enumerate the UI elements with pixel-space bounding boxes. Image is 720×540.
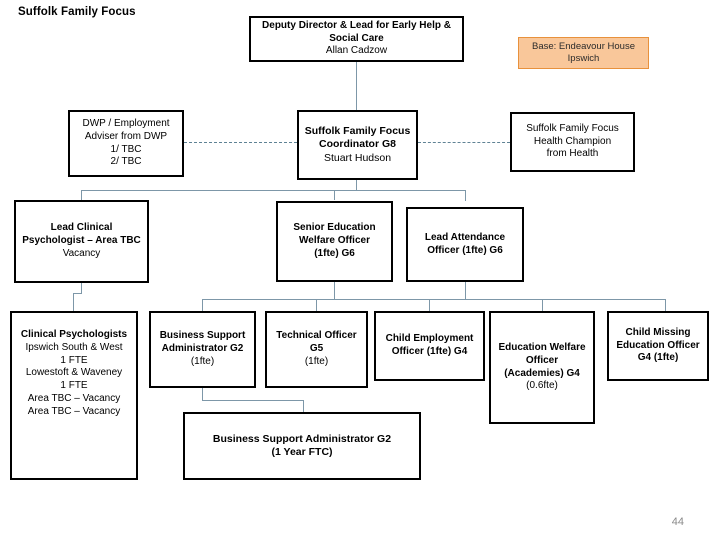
node-line: (1fte) bbox=[304, 355, 329, 367]
node-line: Health Champion bbox=[533, 135, 612, 147]
node-line: Officer bbox=[525, 354, 559, 366]
connector-lead-clinical-drop-a bbox=[81, 283, 82, 293]
node-line: (Academies) G4 bbox=[504, 367, 580, 379]
node-line: Child Missing bbox=[625, 326, 691, 338]
node-line: Lowestoft & Waveney bbox=[25, 367, 123, 379]
node-line: Officer (1fte) G4 bbox=[391, 346, 468, 357]
node-line: Coordinator G8 bbox=[318, 138, 396, 151]
node-line: Suffolk Family Focus bbox=[304, 124, 411, 137]
node-line: Senior Education bbox=[293, 222, 376, 234]
node-line: Social Care bbox=[329, 32, 384, 44]
node-line: Ipswich South & West bbox=[25, 341, 123, 353]
connector-row4-drop-business-support bbox=[202, 299, 203, 311]
node-base-endeavour-house[interactable]: Base: Endeavour House Ipswich bbox=[518, 37, 649, 69]
node-senior-education-welfare-officer[interactable]: Senior Education Welfare Officer (1fte) … bbox=[276, 201, 393, 282]
node-business-support-administrator-ftc[interactable]: Business Support Administrator G2 (1 Yea… bbox=[183, 412, 421, 480]
node-line: Officer (1fte) G6 bbox=[427, 244, 503, 256]
node-lead-attendance-officer[interactable]: Lead Attendance Officer (1fte) G6 bbox=[406, 207, 524, 282]
dashed-connector-dwp-to-coordinator bbox=[184, 142, 297, 143]
connector-business-support-drop-a bbox=[202, 388, 203, 400]
connector-row4-drop-education-welfare bbox=[542, 299, 543, 311]
node-line: Administrator G2 bbox=[161, 343, 244, 355]
node-line: Area TBC – Vacancy bbox=[27, 392, 121, 404]
node-line: Education Welfare bbox=[498, 341, 586, 353]
node-line: Clinical Psychologists bbox=[20, 329, 128, 340]
node-line: Allan Cadzow bbox=[325, 45, 388, 57]
connector-row3-drop-lead-attendance bbox=[465, 190, 466, 201]
connector-lead-attendance-drop bbox=[465, 282, 466, 299]
node-child-employment-officer[interactable]: Child Employment Officer (1fte) G4 bbox=[374, 311, 485, 381]
node-line: 1/ TBC bbox=[110, 143, 142, 155]
connector-bsa-ftc-step bbox=[202, 400, 303, 401]
connector-row3-drop-lead-clinical bbox=[81, 190, 82, 200]
page-number: 44 bbox=[671, 516, 684, 528]
node-line: (0.6fte) bbox=[526, 380, 558, 392]
node-line: 2/ TBC bbox=[110, 156, 142, 168]
connector-bsa-ftc-drop bbox=[303, 400, 304, 412]
node-deputy-director[interactable]: Deputy Director & Lead for Early Help & … bbox=[249, 16, 464, 62]
node-line: Ipswich bbox=[567, 53, 600, 64]
node-line: Lead Attendance bbox=[424, 231, 506, 243]
connector-lead-clinical-step bbox=[73, 293, 82, 294]
node-line: Stuart Hudson bbox=[323, 151, 392, 164]
node-line: 1 FTE bbox=[60, 354, 88, 366]
node-line: Welfare Officer bbox=[299, 235, 370, 247]
node-business-support-administrator[interactable]: Business Support Administrator G2 (1fte) bbox=[149, 311, 256, 388]
node-line: (1fte) G6 bbox=[314, 247, 355, 259]
connector-row3-drop-senior-ewo bbox=[334, 190, 335, 200]
node-line: Vacancy bbox=[62, 247, 101, 259]
connector-row4-drop-technical-officer bbox=[316, 299, 317, 311]
connector-lead-clinical-drop-b bbox=[73, 293, 74, 311]
node-dwp-employment-adviser[interactable]: DWP / Employment Adviser from DWP 1/ TBC… bbox=[68, 110, 184, 177]
node-line: (1fte) bbox=[190, 355, 215, 367]
connector-row4-drop-child-employment bbox=[429, 299, 430, 311]
node-line: Business Support bbox=[159, 330, 246, 342]
dashed-connector-coordinator-to-health bbox=[418, 142, 510, 143]
node-line: Adviser from DWP bbox=[84, 130, 168, 142]
connector-row3-bus bbox=[81, 190, 466, 191]
node-line: G5 bbox=[309, 343, 324, 355]
node-clinical-psychologists[interactable]: Clinical Psychologists Ipswich South & W… bbox=[10, 311, 138, 480]
node-suffolk-family-focus-coordinator[interactable]: Suffolk Family Focus Coordinator G8 Stua… bbox=[297, 110, 418, 180]
node-line: G4 (1fte) bbox=[637, 352, 679, 364]
connector-coordinator-drop bbox=[356, 180, 357, 191]
node-line: from Health bbox=[546, 148, 599, 160]
node-health-champion[interactable]: Suffolk Family Focus Health Champion fro… bbox=[510, 112, 635, 172]
connector-row4-bus bbox=[202, 299, 666, 300]
node-line: Lead Clinical bbox=[50, 222, 113, 234]
node-line: Base: Endeavour House bbox=[532, 40, 635, 52]
node-line: Child Employment bbox=[385, 333, 474, 345]
node-line: Psychologist – Area TBC bbox=[22, 235, 141, 247]
node-line: Business Support Administrator G2 bbox=[212, 432, 392, 445]
connector-deputy-to-coordinator bbox=[356, 62, 357, 114]
node-lead-clinical-psychologist[interactable]: Lead Clinical Psychologist – Area TBC Va… bbox=[14, 200, 149, 283]
page-title: Suffolk Family Focus bbox=[18, 6, 136, 18]
node-line: Suffolk Family Focus bbox=[526, 122, 619, 134]
node-technical-officer[interactable]: Technical Officer G5 (1fte) bbox=[265, 311, 368, 388]
node-line: Area TBC – Vacancy bbox=[27, 405, 121, 417]
node-line: Education Officer bbox=[616, 339, 700, 351]
connector-row4-drop-child-missing bbox=[665, 299, 666, 311]
node-line: 1 FTE bbox=[60, 380, 88, 392]
node-line: (1 Year FTC) bbox=[271, 446, 333, 458]
node-line: Technical Officer bbox=[276, 330, 357, 342]
node-education-welfare-officer[interactable]: Education Welfare Officer (Academies) G4… bbox=[489, 311, 595, 424]
node-line: Deputy Director & Lead for Early Help & bbox=[262, 19, 451, 31]
connector-senior-ewo-drop bbox=[334, 282, 335, 299]
node-child-missing-education-officer[interactable]: Child Missing Education Officer G4 (1fte… bbox=[607, 311, 709, 381]
node-line: DWP / Employment bbox=[82, 117, 170, 129]
